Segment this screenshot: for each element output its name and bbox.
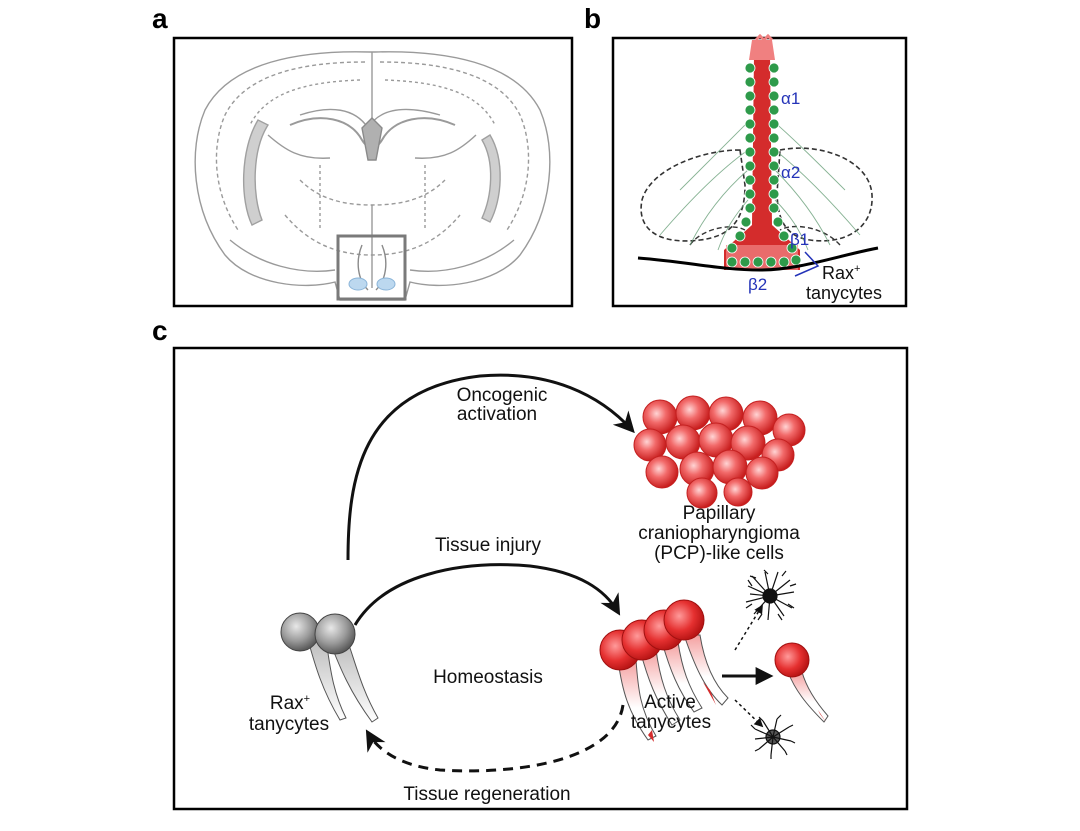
panel-c-label: c: [152, 315, 168, 346]
homeostasis-label: Homeostasis: [433, 667, 543, 688]
label-alpha1: α1: [781, 89, 800, 108]
panel-a-frame: [172, 36, 574, 308]
panel-b-label: b: [584, 3, 601, 34]
regeneration-arrow: [365, 704, 625, 773]
oncogenic-label-line2: activation: [457, 404, 537, 425]
neuron-arrow: [734, 699, 764, 728]
panel-a-label: a: [152, 3, 168, 34]
tissue-injury-arrow: [353, 563, 621, 626]
pcp-label-line3: (PCP)-like cells: [654, 543, 784, 564]
active-tanycytes-cells: [599, 599, 729, 742]
label-alpha2: α2: [781, 163, 800, 182]
tanycytes-label-b: tanycytes: [806, 283, 882, 303]
zoom-box: [336, 234, 407, 301]
label-beta1: β1: [790, 230, 809, 249]
tanycyte-schematic: [637, 33, 879, 277]
green-tanycyte-cells: [726, 62, 802, 268]
pcp-cell-cluster: [633, 395, 806, 509]
derived-tanycyte-icon: [774, 642, 829, 723]
tissue-injury-label: Tissue injury: [435, 535, 541, 556]
rax-tanycytes-cells: [280, 612, 379, 723]
oncogenic-arrow: [346, 373, 635, 561]
label-beta2: β2: [748, 275, 767, 294]
pcp-label-line2: craniopharyngioma: [638, 523, 800, 544]
tissue-regeneration-label: Tissue regeneration: [403, 784, 570, 805]
astrocyte-icon: [745, 569, 797, 621]
tanycytes-label-c: tanycytes: [249, 714, 329, 735]
active-label-line1: Active: [644, 692, 696, 713]
active-label-line2: tanycytes: [631, 712, 711, 733]
neuron-icon: [750, 714, 796, 759]
pcp-label-line1: Papillary: [683, 503, 756, 524]
rax-label-c: Rax+: [270, 693, 310, 714]
oncogenic-label-line1: Oncogenic: [457, 385, 548, 406]
astrocyte-arrow: [734, 604, 763, 651]
rax-label-b: Rax+: [822, 263, 860, 283]
brain-section-illustration: [194, 51, 551, 301]
